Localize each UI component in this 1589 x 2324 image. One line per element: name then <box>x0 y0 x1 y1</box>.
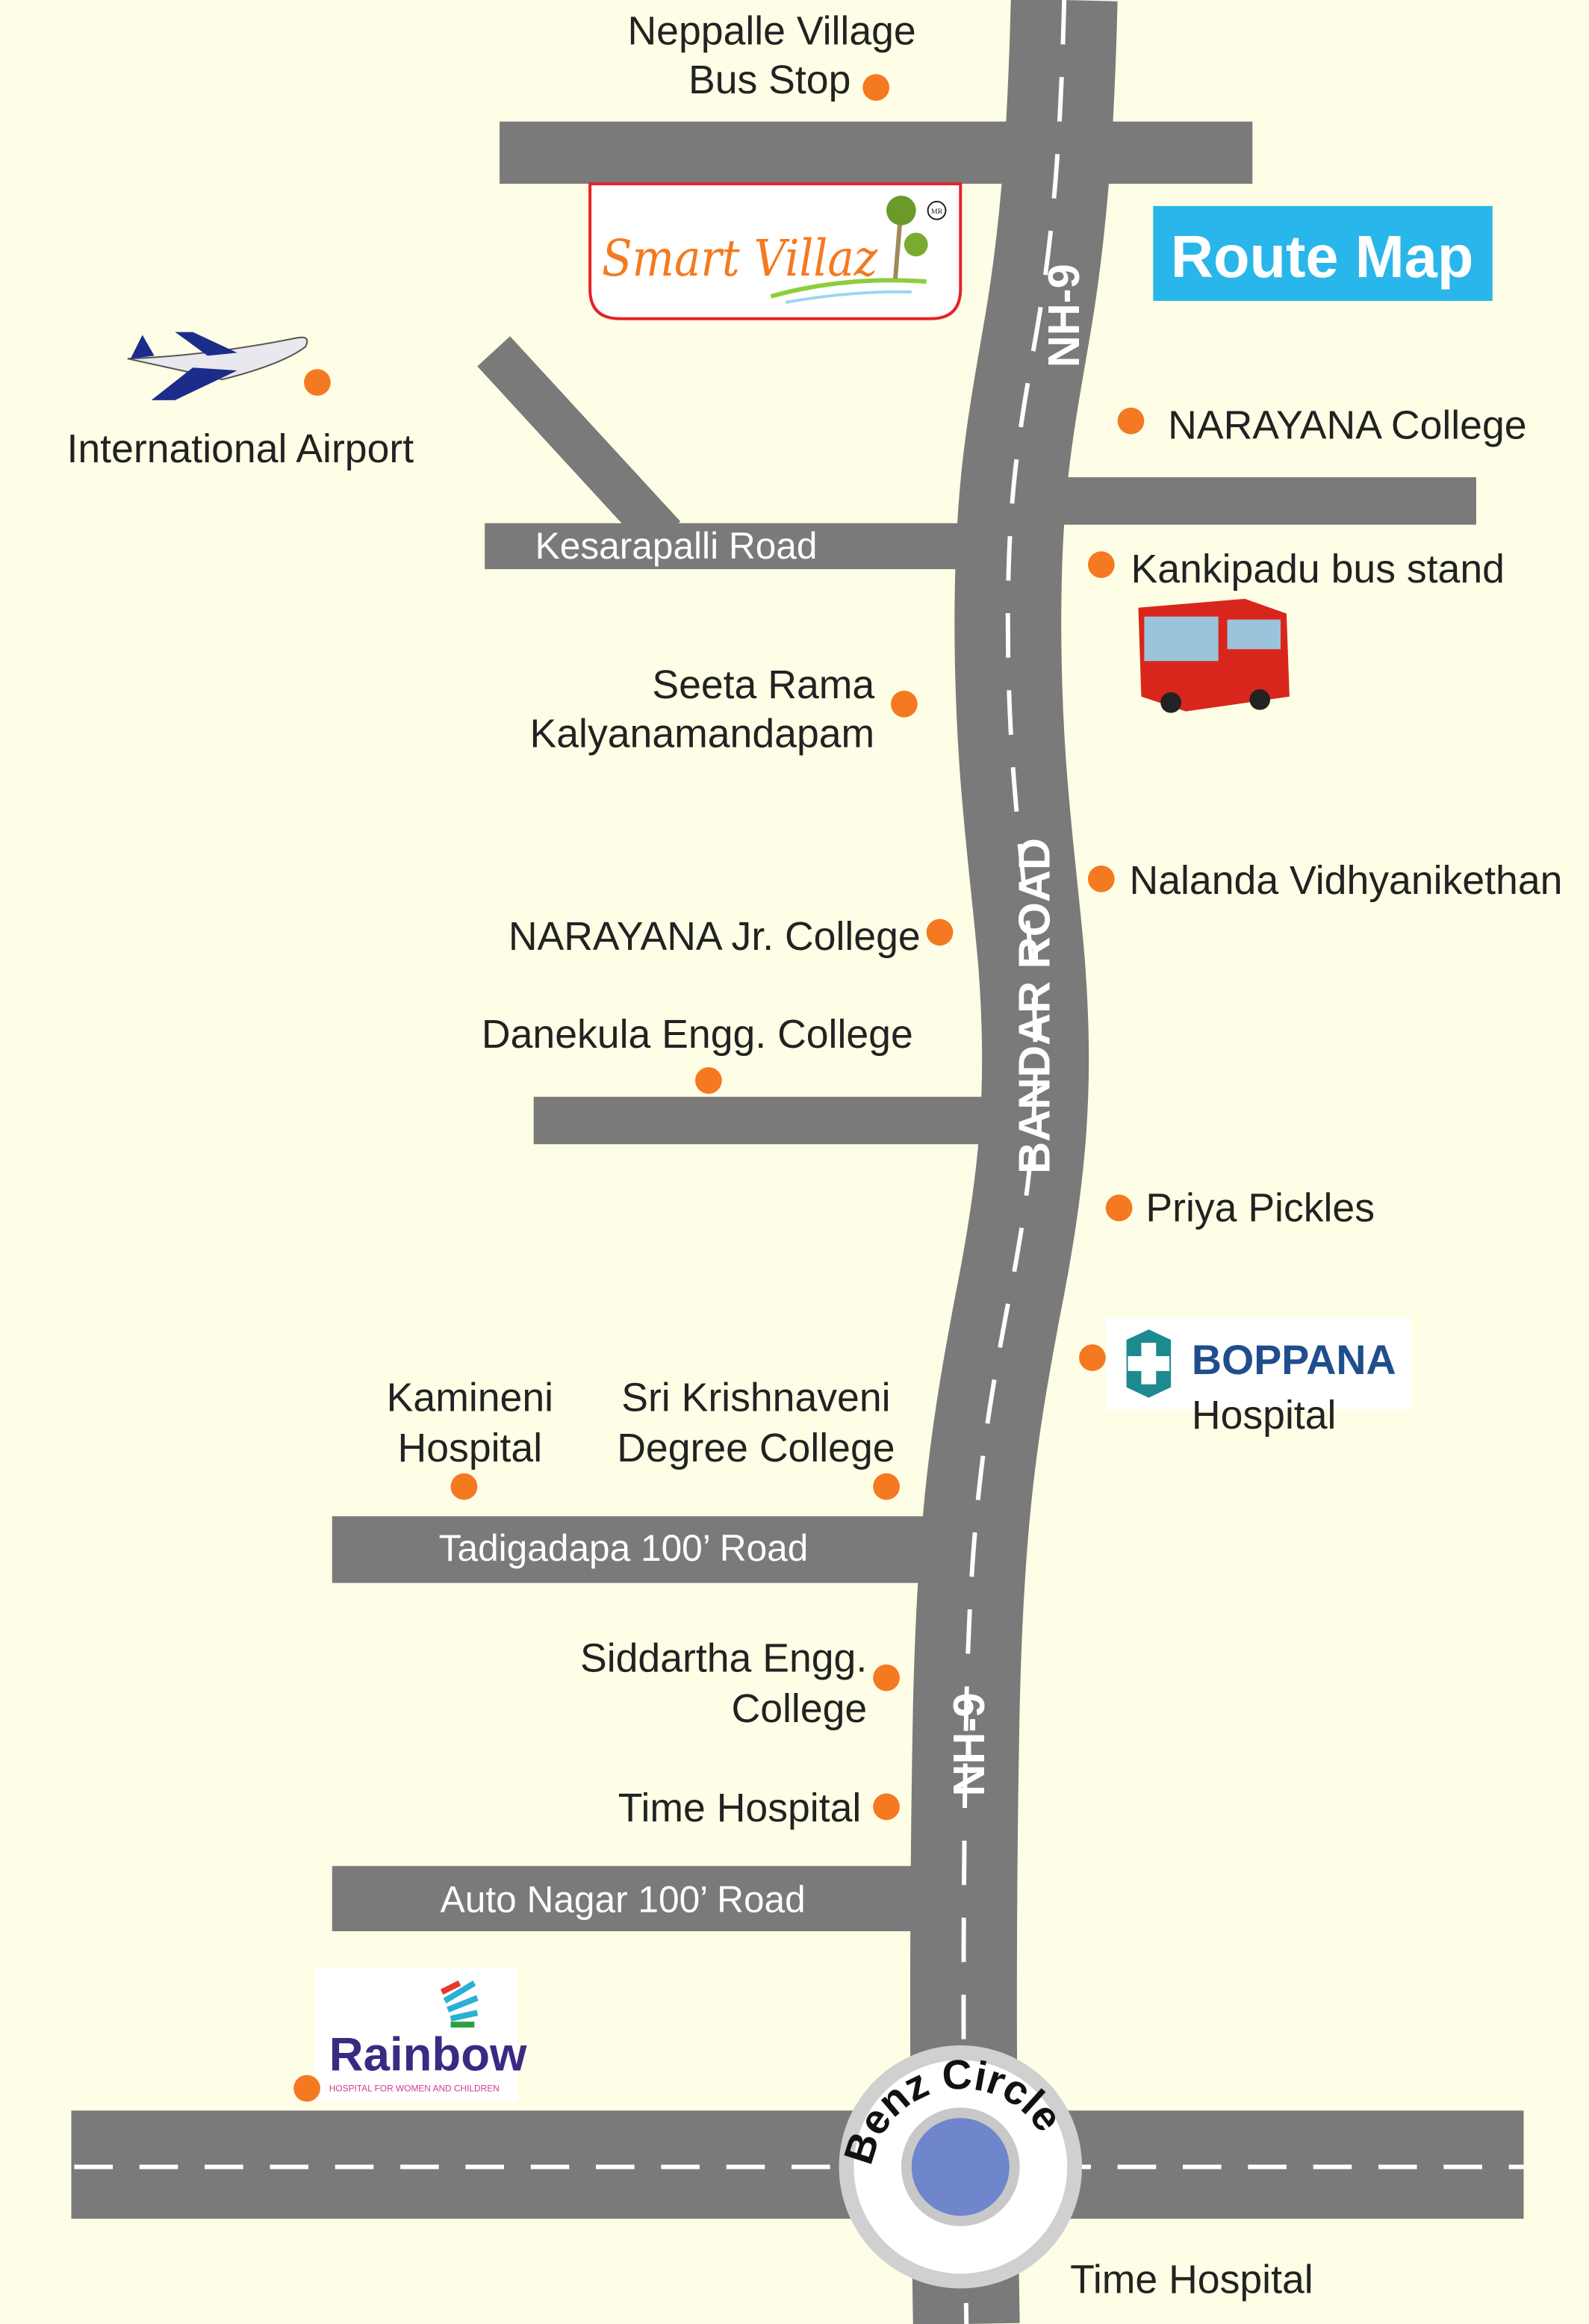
title-box <box>1153 205 1493 301</box>
marker-narayana-college <box>1117 407 1145 435</box>
top-road <box>500 121 1253 184</box>
boppana-logo: BOPPANA <box>1105 1317 1411 1410</box>
tadigadapa-road <box>332 1516 940 1583</box>
marker-krishnaveni <box>873 1473 900 1500</box>
place-seeta-1: Seeta Rama <box>652 662 874 707</box>
marker-boppana <box>1079 1344 1106 1371</box>
rainbow-logo-text: Rainbow <box>329 2029 527 2081</box>
place-priya: Priya Pickles <box>1145 1185 1375 1230</box>
autonagar-label: Auto Nagar 100’ Road <box>441 1878 806 1920</box>
rainbow-logo-subtitle: HOSPITAL FOR WOMEN AND CHILDREN <box>329 2083 500 2093</box>
benz-circle-center <box>911 2118 1010 2216</box>
place-narayana-jr: NARAYANA Jr. College <box>509 914 921 959</box>
logo-grass <box>770 278 927 299</box>
kesarapalli-label: Kesarapalli Road <box>535 525 818 567</box>
danekula-road <box>533 1096 993 1145</box>
place-siddartha-1: Siddartha Engg. <box>580 1636 867 1681</box>
rainbow-logo: Rainbow HOSPITAL FOR WOMEN AND CHILDREN <box>314 1968 527 2102</box>
diagonal-road <box>477 336 681 552</box>
nh9-bottom-label: NH-9 <box>944 1693 994 1797</box>
trademark-mark: MR <box>931 208 943 216</box>
marker-time-hospital <box>873 1793 900 1821</box>
place-kankipadu: Kankipadu bus stand <box>1131 547 1505 591</box>
place-siddartha-2: College <box>732 1686 868 1731</box>
smart-villaz-logo-text: Smart Villaz <box>602 229 878 288</box>
title: Route Map <box>1171 223 1474 290</box>
place-kamineni-1: Kamineni <box>387 1375 553 1420</box>
marker-narayana-jr <box>926 919 954 946</box>
airplane-icon <box>127 332 308 400</box>
rainbow-logo-bg <box>314 1968 517 2102</box>
marker-danekula <box>695 1066 722 1094</box>
marker-airport <box>304 369 331 396</box>
marker-rainbow <box>293 2075 320 2102</box>
logo-water <box>785 290 912 304</box>
narayana-road <box>1060 477 1476 525</box>
marker-neppalle <box>862 74 890 101</box>
kesarapalli-road <box>485 523 989 570</box>
place-kamineni-2: Hospital <box>398 1426 543 1470</box>
marker-kankipadu <box>1087 551 1115 579</box>
place-seeta-2: Kalyanamandapam <box>530 711 875 756</box>
places: Neppalle Village Bus Stop International … <box>67 9 1563 2302</box>
bus-icon <box>1138 598 1290 713</box>
place-krishnaveni-1: Sri Krishnaveni <box>621 1375 890 1420</box>
marker-seeta <box>891 690 918 718</box>
autonagar-road <box>332 1865 925 1932</box>
place-narayana-college: NARAYANA College <box>1168 403 1526 447</box>
place-danekula: Danekula Engg. College <box>482 1012 913 1057</box>
place-boppana: Hospital <box>1192 1393 1337 1438</box>
benz-circle: Benz Circle <box>835 2045 1083 2289</box>
marker-kamineni <box>450 1473 478 1500</box>
marker-priya <box>1105 1194 1133 1222</box>
boppana-logo-text: BOPPANA <box>1192 1337 1396 1383</box>
side-roads <box>71 121 1524 2219</box>
palm-leaves-small <box>904 232 928 257</box>
place-krishnaveni-2: Degree College <box>617 1426 895 1470</box>
palm-leaves <box>886 195 916 226</box>
tadigadapa-label: Tadigadapa 100’ Road <box>439 1527 809 1569</box>
logo-frame <box>588 182 963 320</box>
marker-siddartha <box>873 1664 900 1691</box>
place-neppalle-2: Bus Stop <box>688 58 851 102</box>
highway-divider <box>961 0 1067 2324</box>
nh9-top-label: NH-9 <box>1039 264 1089 367</box>
smart-villaz-logo: Smart Villaz MR <box>588 182 963 320</box>
marker-nalanda <box>1087 866 1115 892</box>
bandar-road-label: BANDAR ROAD <box>1009 838 1059 1174</box>
place-neppalle-1: Neppalle Village <box>627 9 915 54</box>
place-airport: International Airport <box>67 426 414 471</box>
place-time-hospital-2: Time Hospital <box>1070 2257 1313 2302</box>
trademark-circle <box>927 200 947 220</box>
place-nalanda: Nalanda Vidhyanikethan <box>1130 858 1563 903</box>
place-time-hospital: Time Hospital <box>618 1786 862 1830</box>
